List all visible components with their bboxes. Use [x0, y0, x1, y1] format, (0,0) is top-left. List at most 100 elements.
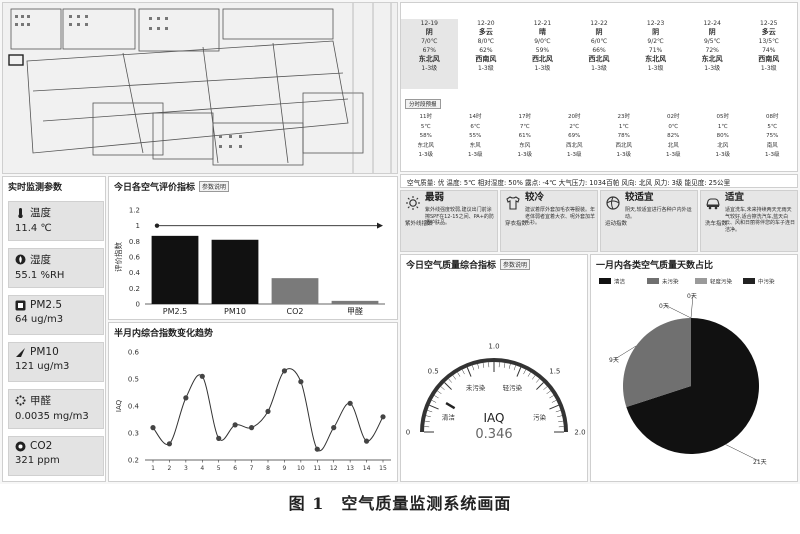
trend-point[interactable] — [314, 446, 320, 452]
pie-legend-swatch[interactable] — [743, 278, 755, 284]
pie-slice[interactable] — [623, 318, 691, 408]
pie-slice[interactable] — [626, 318, 759, 454]
gauge-tick-mark — [536, 378, 540, 383]
trend-point[interactable] — [248, 425, 255, 431]
trend-point[interactable] — [281, 368, 288, 374]
pie-legend-swatch[interactable] — [647, 278, 659, 284]
realtime-card-value: 321 ppm — [15, 455, 60, 466]
life-tip-card[interactable]: 较适宜阴天,较适宜进行各种户内外运动。运动指数 — [600, 190, 698, 252]
trend-point[interactable] — [232, 422, 238, 428]
forecast-humidity: 59% — [535, 47, 550, 54]
hourly-humidity: 61% — [518, 133, 531, 139]
trend-point[interactable] — [199, 373, 205, 379]
line-x-tick: 6 — [233, 465, 237, 472]
pie-label-leader — [664, 304, 692, 319]
trend-point[interactable] — [298, 379, 304, 385]
evaluation-chart-title: 今日各空气评价指标 参数说明 — [109, 177, 397, 196]
trend-point[interactable] — [347, 400, 353, 406]
gauge-tick-mark — [532, 375, 536, 380]
line-x-tick: 15 — [379, 465, 387, 472]
gauge-zone-label: 污染 — [533, 413, 547, 422]
life-tip-label: 洗车指数 — [705, 221, 728, 227]
pie-label-leader — [614, 345, 637, 360]
realtime-card-name: CO2 — [30, 440, 53, 452]
realtime-card[interactable]: CO2 321 ppm — [8, 436, 104, 476]
forecast-humidity: 67% — [422, 47, 436, 54]
pie-legend-label[interactable]: 轻度污染 — [710, 278, 733, 286]
bar[interactable] — [271, 278, 319, 304]
forecast-date: 12-20 — [477, 20, 495, 27]
trend-point[interactable] — [150, 425, 156, 431]
trend-point[interactable] — [183, 395, 189, 401]
trend-point[interactable] — [216, 435, 222, 441]
floor-plan[interactable] — [2, 2, 398, 174]
formaldehyde-icon — [15, 395, 26, 406]
gauge-pointer — [445, 402, 456, 410]
hourly-time: 05时 — [716, 114, 730, 120]
life-tip-card[interactable]: 适宜适宜洗车,未来持续两天无雨天气较好,适合擦洗汽车,蓝天白云、风和日丽将伴您的… — [700, 190, 798, 252]
line-x-tick: 9 — [283, 465, 287, 472]
hourly-wind: 东风 — [519, 142, 531, 149]
line-x-tick: 10 — [297, 465, 305, 472]
trend-point[interactable] — [265, 408, 271, 414]
pm25-icon — [15, 300, 26, 310]
line-x-tick: 5 — [217, 465, 221, 472]
bar-x-tick: PM2.5 — [163, 307, 187, 316]
pie-legend-swatch[interactable] — [695, 278, 707, 284]
forecast-wind: 东北风 — [701, 55, 723, 63]
trend-point[interactable] — [166, 441, 173, 447]
hourly-temp: 7℃ — [519, 123, 530, 130]
gauge-tick-mark — [452, 375, 456, 380]
pie-legend-swatch[interactable] — [599, 278, 611, 284]
bar[interactable] — [211, 239, 259, 304]
gauge-tick-mark — [546, 390, 551, 394]
forecast-date: 12-19 — [420, 20, 438, 27]
forecast-date: 12-23 — [646, 20, 665, 27]
hourly-wind-level: 1-3级 — [517, 152, 532, 158]
hourly-wind-level: 1-3级 — [616, 152, 631, 158]
pie-legend-label[interactable]: 清洁 — [614, 278, 626, 286]
trend-point[interactable] — [380, 414, 386, 420]
forecast-condition: 晴 — [538, 28, 546, 36]
life-tip-label: 运动指数 — [605, 221, 628, 227]
forecast-temp: 8/0℃ — [477, 38, 495, 45]
forecast-date: 12-21 — [533, 20, 552, 27]
bar[interactable] — [331, 300, 379, 304]
evaluation-help-button[interactable]: 参数说明 — [199, 181, 230, 192]
line-x-tick: 3 — [184, 465, 188, 472]
gauge-tick-mark — [429, 404, 439, 410]
hourly-wind-level: 1-3级 — [666, 152, 681, 158]
bar[interactable] — [151, 235, 199, 304]
realtime-card-title: PM10 — [15, 346, 97, 358]
gauge-help-button[interactable]: 参数说明 — [500, 259, 531, 270]
pie-legend-label[interactable]: 未污染 — [662, 278, 679, 286]
line-x-tick: 12 — [330, 465, 338, 472]
hourly-forecast-tab[interactable]: 分时段预报 — [405, 99, 441, 109]
hourly-temp: 0℃ — [668, 123, 679, 130]
life-tip-card[interactable]: 较冷建议着厚外套加毛衣等服装。年老体弱者宜着大衣、呢外套加羊毛衫。穿衣指数 — [500, 190, 598, 252]
forecast-temp: 13/5℃ — [758, 38, 779, 45]
hourly-wind: 北风 — [717, 142, 729, 149]
gauge-tick-label: 1.0 — [488, 343, 499, 351]
forecast-humidity: 62% — [479, 47, 493, 54]
trend-point[interactable] — [363, 438, 370, 444]
life-tip-card[interactable]: 最弱紫外线强度较弱,建议出门前涂擦SPF在12-15之间、PA+的防晒护肤品。紫… — [400, 190, 498, 252]
trend-point[interactable] — [331, 425, 337, 431]
gauge-tick-mark — [516, 367, 522, 377]
pie-legend-label[interactable]: 中污染 — [758, 278, 775, 286]
